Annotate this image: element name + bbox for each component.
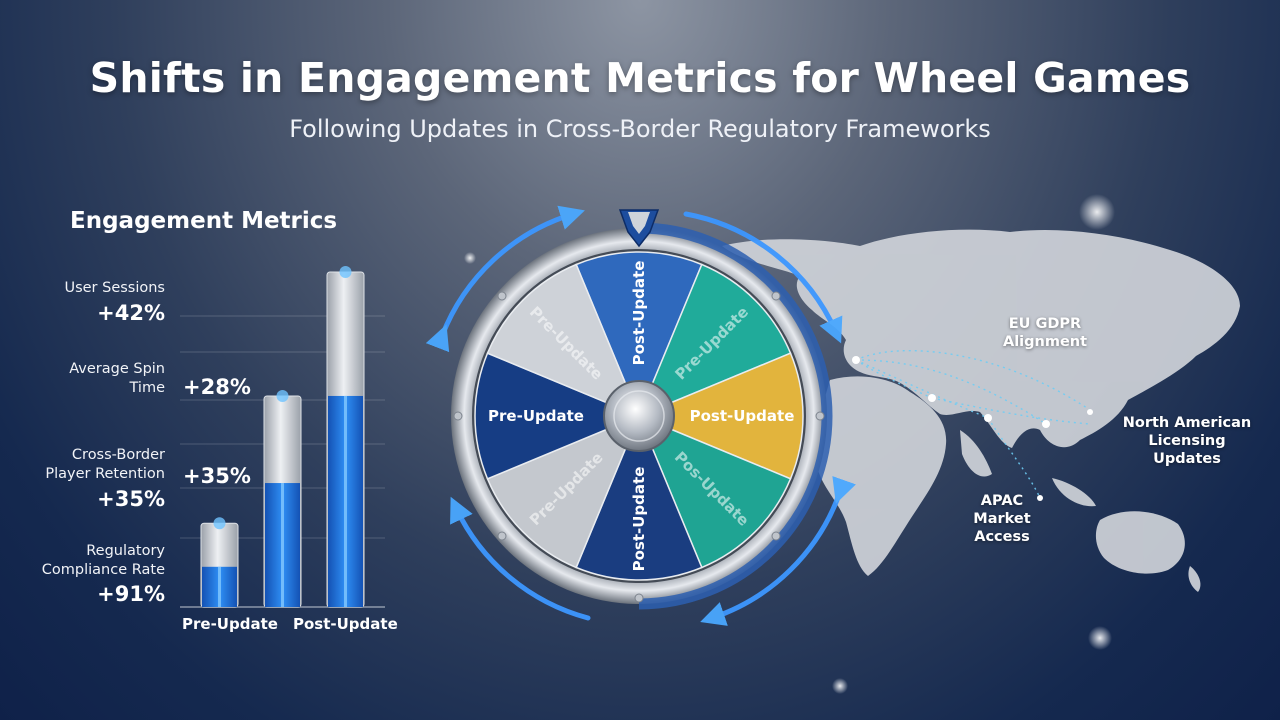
wheel-pointer-highlight [628, 212, 650, 234]
wheel-segment-label: Post-Update [690, 407, 795, 425]
map-node [1042, 420, 1050, 428]
bar-glow-core [281, 483, 284, 607]
bar-1 [200, 517, 239, 608]
chart-title: Shifts in Engagement Metrics for Wheel G… [89, 54, 1191, 102]
eurasia-landmass [722, 229, 1240, 448]
rim-bolt [634, 593, 644, 603]
map-node [928, 394, 936, 402]
spin-arrow [425, 205, 585, 353]
bar-3 [326, 266, 365, 608]
metric-value-retention-secondary: +35% [97, 487, 165, 511]
x-tick-post-update: Post-Update [293, 615, 398, 633]
india-landmass [960, 430, 992, 477]
bar-top-glow [276, 389, 289, 402]
rim-bolt [453, 411, 463, 421]
bar-top-glow [339, 266, 352, 278]
wheel-segment-label: Post-Update [630, 467, 648, 572]
spin-arrow [700, 476, 856, 626]
spin-arrow [683, 211, 843, 344]
bar-top-glow [213, 517, 226, 530]
connection-line [855, 359, 1047, 425]
metric-value-spin-time: +28% [183, 375, 251, 399]
metric-label-retention: Cross-Border Player Retention [45, 447, 165, 482]
wheel-segment [637, 414, 792, 569]
connection-line [931, 397, 1091, 425]
wheel-segment [486, 263, 641, 418]
rim-bolt [815, 411, 825, 421]
connection-line [855, 359, 989, 419]
x-tick-pre-update: Pre-Update [182, 615, 278, 633]
rim-bolt [771, 291, 781, 301]
na-licensing-label: North American Licensing Updates [1122, 415, 1252, 467]
rim-bolt [497, 291, 507, 301]
map-node [1087, 409, 1093, 415]
sparkle [1079, 194, 1115, 230]
wheel-rim-accent [638, 222, 833, 610]
map-node [984, 414, 992, 422]
wheel-segment [474, 352, 641, 480]
wheel-segment [486, 414, 641, 569]
rim-bolt [771, 531, 781, 541]
metric-label-compliance: Regulatory Compliance Rate [41, 543, 165, 578]
australia-landmass [1095, 511, 1185, 574]
metric-value-compliance: +91% [97, 582, 165, 606]
eu-gdpr-label: EU GDPR Alignment [1002, 316, 1088, 350]
wheel-segment-label: Pre-Update [488, 407, 584, 425]
wheel-segment [637, 352, 804, 480]
bar-2 [263, 389, 302, 608]
spin-arrow [450, 496, 591, 621]
nz-landmass [1188, 566, 1201, 592]
chart-subtitle: Following Updates in Cross-Border Regula… [289, 115, 991, 143]
wheel-segment [575, 414, 703, 581]
wheel-segment [575, 251, 703, 418]
metric-value-user-sessions: +42% [97, 301, 165, 325]
sparkle [832, 678, 848, 694]
wheel-hub-ring [613, 390, 665, 442]
wheel-segment-label: Post-Update [630, 261, 648, 366]
apac-access-label: APAC Market Access [973, 493, 1031, 545]
map-node [852, 356, 860, 364]
rim-bolt [497, 531, 507, 541]
islands-landmass [1052, 478, 1096, 507]
bar-glow-core [344, 395, 347, 607]
section-title: Engagement Metrics [70, 208, 338, 234]
bar-glow-core [218, 566, 221, 607]
metric-label-user-sessions: User Sessions [64, 280, 165, 296]
metric-label-spin-time: Average Spin Time [69, 361, 165, 396]
metric-value-retention: +35% [183, 464, 251, 488]
wheel-segment [637, 263, 792, 418]
map-node [1037, 495, 1043, 501]
sparkle [1088, 626, 1112, 650]
